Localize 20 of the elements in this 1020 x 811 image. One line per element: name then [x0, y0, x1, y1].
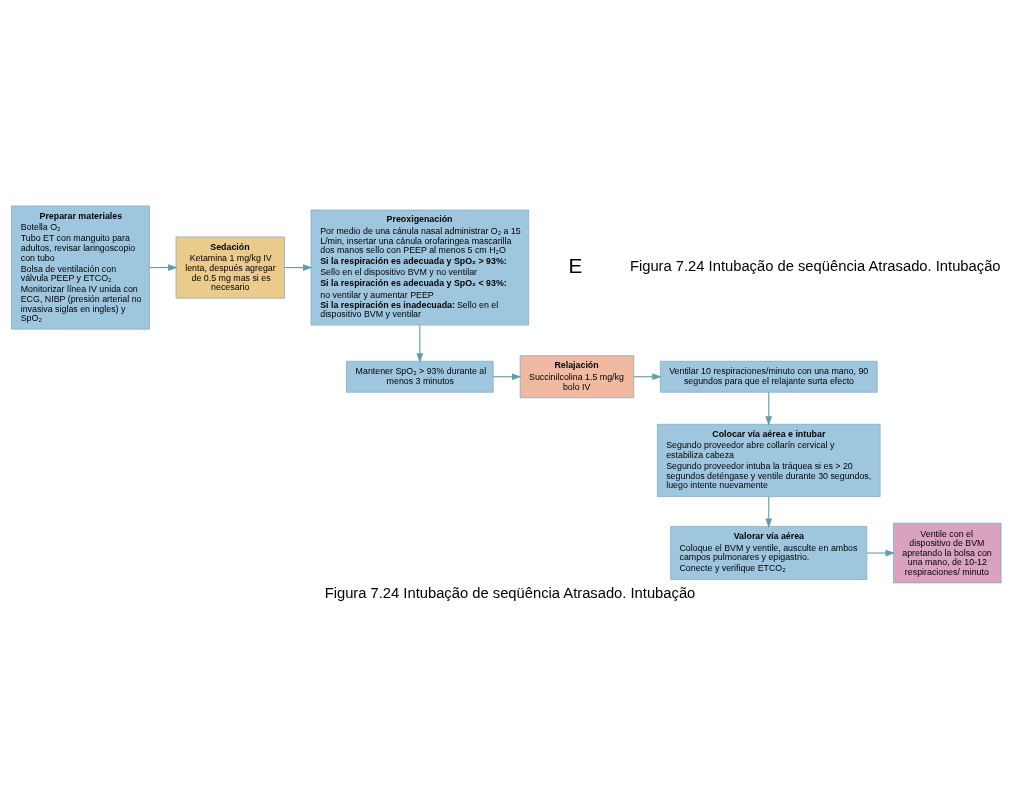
- arrow: [416, 324, 424, 363]
- node-box: Ventile con el dispositivo de BVM apretando la bolsa con una mano, de 10-12 respiraciones/ minuto: [893, 522, 1002, 584]
- arrow: [633, 373, 662, 381]
- node-box: Sedación Ketamina 1 mg/kg IV lenta, después agregar de 0.5 mg mas si es necesario: [175, 236, 285, 299]
- arrow: [283, 264, 313, 271]
- node-box: Valorar vía aérea Coloque el BVM y ventile, ausculte en ambos campos pulmonares y epigastrio. Conecte y verifique ETCO₂: [670, 526, 868, 580]
- node-box: Preoxigenación Por medio de una cánula nasal administrar O₂ a 15 L/min, insertar una cánula orofaringea mascarilla dos manos sello con PEEP al menos 5 cm H₂O Si la respiración es adecuada y SpO₂ > 93%: Sello en el dispositivo BVM y no ventilar Si la respiración es adecuada y SpO₂ < 93%: no ventilar y aumentar PEEP Si la respiración es inadecuada: Sello en el dispositivo BVM y ventilar: [310, 209, 529, 326]
- arrow: [492, 373, 522, 381]
- node-box: Preparar materiales Botella O₂ Tubo ET con manguito para adultos, revisar laringoscopio con tubo Bolsa de ventilación con válvula PEEP y ETCO₂ Monitorizar línea IV unida con ECG, NIBP (presión arterial no invasiva siglas en ingles) y SpO₂: [11, 205, 150, 330]
- diagram-title: Figura 7.24 Intubação de seqüência Atrasado. Intubação: [629, 258, 1001, 275]
- node-box: Colocar vía aérea e intubar Segundo proveedor abre collarín cervical y estabiliza cabeza Segundo proveedor intuba la tráquea si es > 20 segundos deténgase y ventile durante 30 segundos, luego intente nuevamente: [657, 423, 881, 497]
- label: E: [568, 253, 583, 277]
- arrow: [148, 264, 178, 271]
- node-box: Relajación Succinilcolina 1.5 mg/kg bolo IV: [519, 355, 635, 399]
- node-box: Ventilar 10 respiraciones/minuto con una mano, 90 segundos para que el relajante surta efecto: [659, 360, 878, 393]
- caption: Figura 7.24 Intubação de seqüência Atrasado. Intubação: [324, 584, 696, 601]
- node-box: Mantener SpO₂ > 93% durante al menos 3 minutos: [346, 360, 494, 393]
- arrow: [866, 549, 896, 557]
- arrow: [765, 496, 773, 529]
- arrow: [765, 391, 773, 426]
